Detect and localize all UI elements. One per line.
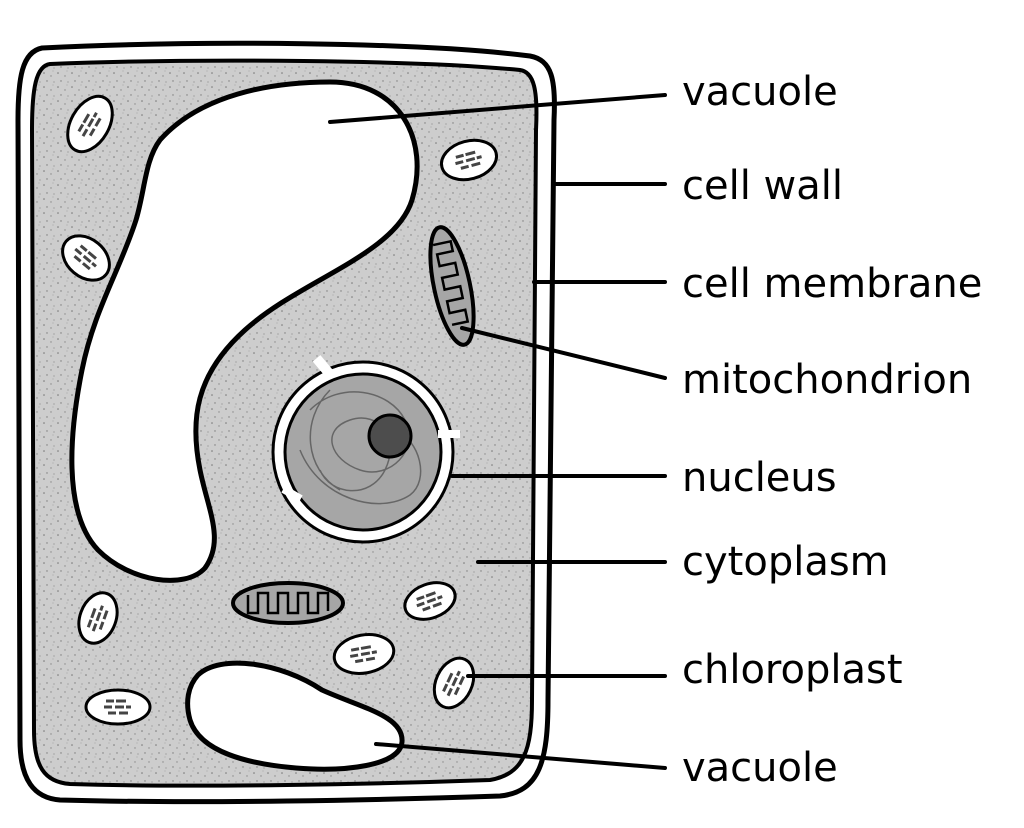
label-cell-wall: cell wall bbox=[682, 163, 843, 209]
chloroplast-5 bbox=[403, 581, 457, 621]
chloroplast-7 bbox=[432, 656, 476, 710]
leader-line-vacuole-top bbox=[328, 93, 667, 124]
chloroplast-6 bbox=[332, 633, 396, 675]
label-chloroplast: chloroplast bbox=[682, 647, 903, 693]
mitochondrion-lower bbox=[231, 581, 345, 625]
leader-line-vacuole-bottom bbox=[374, 742, 667, 770]
label-mitochondrion: mitochondrion bbox=[682, 357, 973, 403]
nucleolus bbox=[367, 413, 413, 459]
label-cell-membrane: cell membrane bbox=[682, 261, 983, 307]
label-vacuole-bottom: vacuole bbox=[682, 745, 838, 791]
chloroplast-8 bbox=[84, 688, 152, 726]
mitochondrion-upper bbox=[428, 225, 476, 347]
chloroplast-4 bbox=[77, 591, 119, 645]
large-vacuole bbox=[69, 79, 420, 583]
label-nucleus: nucleus bbox=[682, 455, 837, 501]
small-vacuole bbox=[185, 660, 405, 772]
chloroplast-2 bbox=[440, 138, 498, 182]
chloroplast-1 bbox=[66, 94, 114, 154]
leader-line-mitochondrion bbox=[460, 326, 667, 380]
label-cytoplasm: cytoplasm bbox=[682, 539, 889, 585]
label-vacuole-top: vacuole bbox=[682, 69, 838, 115]
nucleus bbox=[271, 355, 460, 544]
chloroplast-3 bbox=[61, 234, 111, 282]
